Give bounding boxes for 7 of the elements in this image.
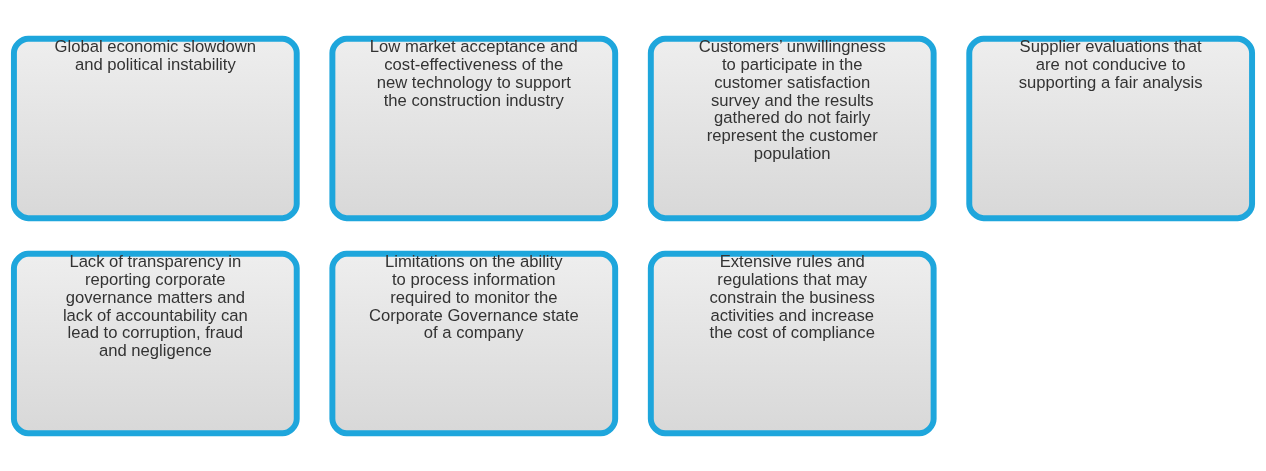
node-box: Extensive rules and regulations that may constrain the business activities and increase the cost of compliance — [647, 250, 937, 436]
node-box: Global economic slowdown and political instability — [10, 35, 300, 221]
node-box: Supplier evaluations that are not conducive to supporting a fair analysis — [966, 35, 1256, 221]
node-box: Limitations on the ability to process information required to monitor the Corporate Governance state of a company — [329, 250, 619, 436]
node-box: Low market acceptance and cost-effectiveness of the new technology to support the construction industry — [329, 35, 619, 221]
node-box: Customers’ unwillingness to participate in the customer satisfaction survey and the results gathered do not fairly represent the customer population — [647, 35, 937, 221]
node-box: Lack of transparency in reporting corporate governance matters and lack of accountability can lead to corruption, fraud and negligence — [10, 250, 300, 436]
